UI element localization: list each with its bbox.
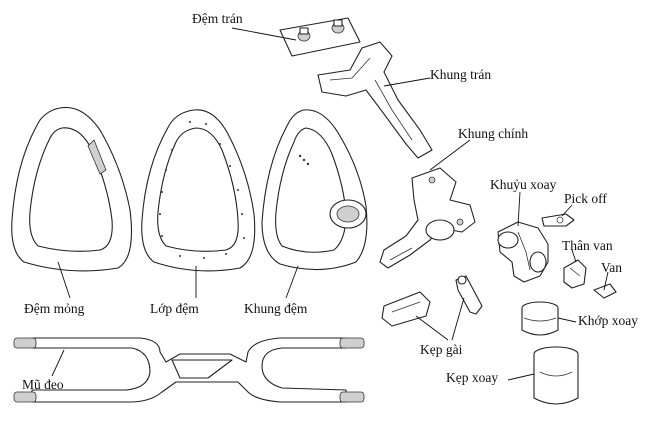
thin-cushion-part xyxy=(11,106,133,272)
label-headgear: Mũ đeo xyxy=(22,377,64,392)
label-cushion-frame: Khung đệm xyxy=(244,301,308,316)
forehead-frame-part xyxy=(317,41,433,159)
pick-off-part xyxy=(541,213,575,227)
valve-body-part xyxy=(563,259,587,289)
label-thin-cushion: Đệm mỏng xyxy=(24,301,85,316)
label-forehead-frame: Khung trán xyxy=(430,67,492,82)
swivel-joint-part xyxy=(521,301,559,336)
swivel-elbow-part xyxy=(497,221,549,283)
label-valve-body: Thân van xyxy=(562,238,613,253)
leader-lines xyxy=(51,27,609,381)
label-forehead-pad: Đệm trán xyxy=(192,11,243,26)
cushion-layer-part xyxy=(141,109,256,272)
label-main-frame: Khung chính xyxy=(458,126,529,141)
label-pick-off: Pick off xyxy=(564,191,607,206)
label-swivel-joint: Khớp xoay xyxy=(578,313,639,328)
main-frame-part xyxy=(379,167,476,269)
label-buckle-clip: Kẹp gài xyxy=(420,342,463,357)
label-swivel-clip: Kẹp xoay xyxy=(446,370,499,385)
label-cushion-layer: Lớp đệm xyxy=(150,301,199,316)
buckle-clip-right-part xyxy=(455,275,483,315)
swivel-clip-part xyxy=(533,346,579,405)
cushion-frame-part xyxy=(261,109,368,271)
label-valve: Van xyxy=(601,260,622,275)
forehead-pad-part xyxy=(279,17,361,57)
label-swivel-elbow: Khuỷu xoay xyxy=(490,177,557,192)
headgear-part xyxy=(13,337,365,403)
